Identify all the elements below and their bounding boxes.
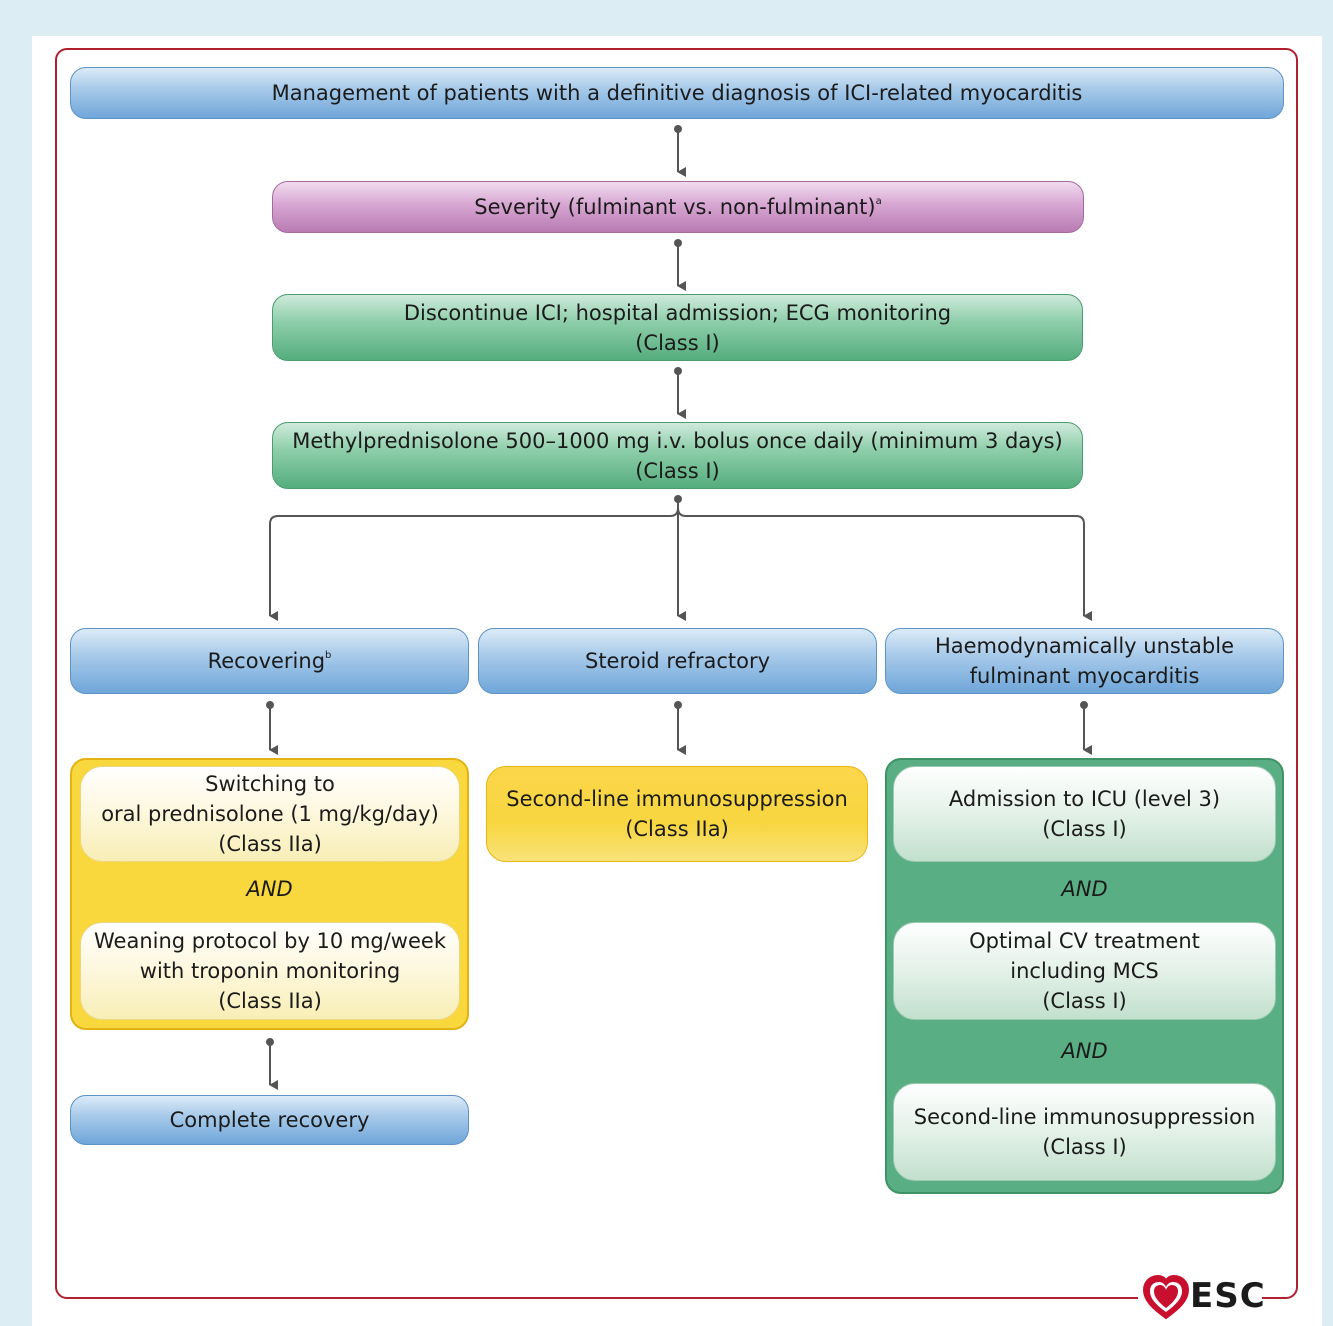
severity-text: Severity (fulminant vs. non-fulminant)a [474,195,882,219]
cv-line1: Optimal CV treatment [969,929,1200,953]
unstable-line2: fulminant myocarditis [969,664,1200,688]
switch-line2: oral prednisolone (1 mg/kg/day) [101,802,439,826]
steroid-refractory-box: Steroid refractory [478,628,877,694]
cv-line2: including MCS [1010,959,1159,983]
second-line-i-box: Second-line immunosuppression (Class I) [893,1083,1276,1181]
heart-icon [1142,1274,1190,1320]
steroid-refractory-text: Steroid refractory [584,649,771,673]
severity-box: Severity (fulminant vs. non-fulminant)a [272,181,1084,233]
icu-class: (Class I) [1042,817,1127,841]
weaning-protocol-box: Weaning protocol by 10 mg/week with trop… [80,922,460,1020]
second-line-i-line1: Second-line immunosuppression [913,1105,1256,1129]
wean-class: (Class IIa) [218,989,322,1013]
second-line-i-class: (Class I) [1042,1135,1127,1159]
recovering-text: Recoveringb [207,649,332,673]
icu-admission-box: Admission to ICU (level 3) (Class I) [893,766,1276,862]
left-and-label: AND [246,877,293,901]
management-title-box: Management of patients with a definitive… [70,67,1284,119]
wean-line2: with troponin monitoring [139,959,401,983]
switch-line1: Switching to [205,772,335,796]
esc-logo [1138,1272,1262,1322]
cv-class: (Class I) [1042,989,1127,1013]
figure-frame [55,48,1298,1299]
right-and-label-2: AND [1061,1039,1108,1063]
management-title-text: Management of patients with a definitive… [271,81,1083,105]
icu-line1: Admission to ICU (level 3) [948,787,1221,811]
switch-class: (Class IIa) [218,832,322,856]
methylprednisolone-line1: Methylprednisolone 500–1000 mg i.v. bolu… [292,428,1063,453]
right-and-label-1: AND [1061,877,1108,901]
unstable-box: Haemodynamically unstable fulminant myoc… [885,628,1284,694]
branch-line [269,507,1085,615]
complete-recovery-text: Complete recovery [169,1108,370,1132]
unstable-line1: Haemodynamically unstable [934,634,1235,658]
recovering-box: Recoveringb [70,628,469,694]
optimal-cv-box: Optimal CV treatment including MCS (Clas… [893,922,1276,1020]
recovering-footnote-mark: b [325,650,332,661]
second-line-iia-class: (Class IIa) [625,817,729,841]
second-line-iia-line1: Second-line immunosuppression [506,787,848,811]
severity-footnote-mark: a [875,196,882,207]
discontinue-class: (Class I) [635,330,720,355]
discontinue-line1: Discontinue ICI; hospital admission; ECG… [403,300,952,325]
wean-line1: Weaning protocol by 10 mg/week [94,929,446,953]
complete-recovery-box: Complete recovery [70,1095,469,1145]
esc-logo-text: ESC [1190,1276,1266,1316]
methylprednisolone-box: Methylprednisolone 500–1000 mg i.v. bolu… [272,422,1083,489]
methylprednisolone-class: (Class I) [635,458,720,483]
second-line-iia-box: Second-line immunosuppression (Class IIa… [486,766,868,862]
discontinue-box: Discontinue ICI; hospital admission; ECG… [272,294,1083,361]
switch-prednisolone-box: Switching to oral prednisolone (1 mg/kg/… [80,766,460,862]
